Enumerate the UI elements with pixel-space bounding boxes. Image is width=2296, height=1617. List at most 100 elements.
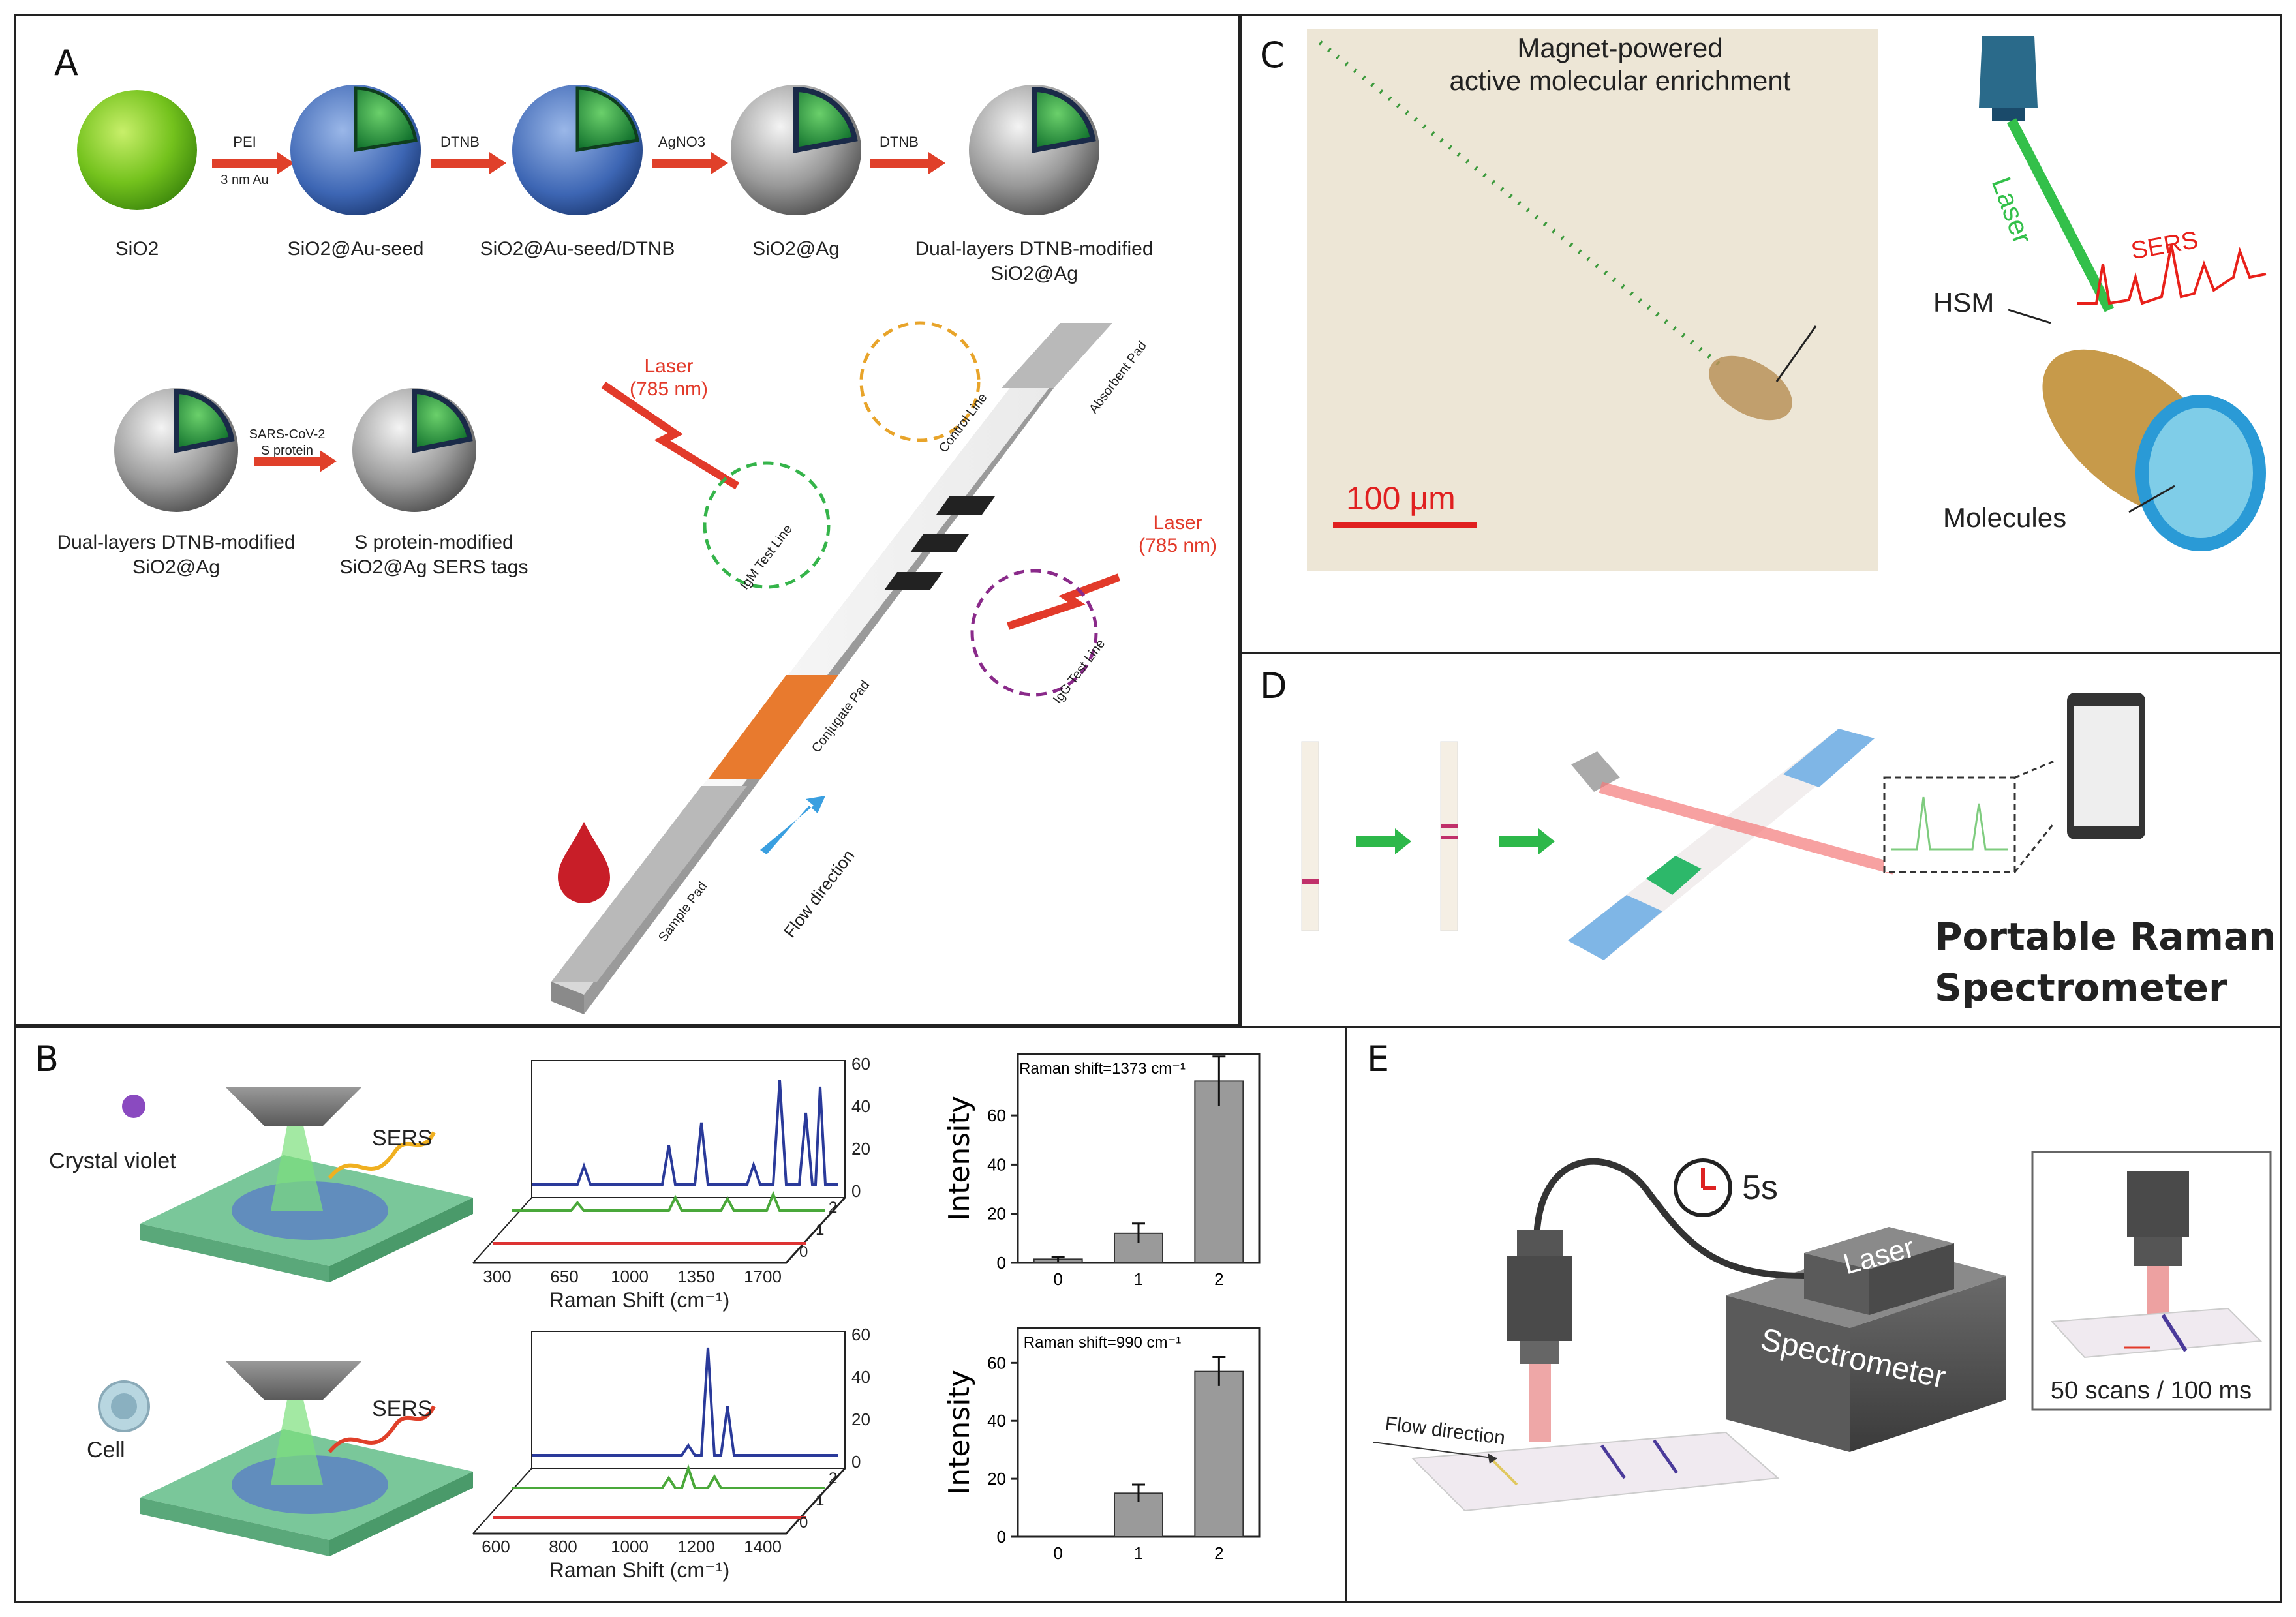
spectra-bottom-xlabel: Raman Shift (cm⁻¹) [549, 1558, 730, 1582]
sers-spectrum [2077, 244, 2267, 305]
y-tick-label: 60 [987, 1106, 1006, 1125]
spectra-bottom-xtick: 1200 [677, 1537, 715, 1556]
sio2-au-seed-dtnb-particle [512, 85, 643, 215]
x-tick-label: 1 [1134, 1543, 1143, 1563]
label-dual-layer-1: Dual-layers DTNB-modified [915, 238, 1154, 260]
spectra-bottom-depth: 1 [816, 1492, 825, 1509]
label-row2-right-1: S protein-modified [354, 532, 513, 553]
spectra-bottom-xtick: 600 [482, 1537, 510, 1556]
raman-probe [1507, 1230, 1572, 1364]
chart-title: Raman shift=1373 cm⁻¹ [1019, 1060, 1186, 1078]
spectra-top-ztick: 60 [851, 1054, 870, 1074]
spectra-bottom-depth: 0 [799, 1514, 808, 1532]
panel-c-title-1: Magnet-powered [1517, 33, 1723, 63]
panel-label: D [1260, 665, 1287, 706]
sio2-sphere [77, 90, 197, 210]
spectra-bottom-xtick: 1000 [611, 1537, 649, 1556]
green-arrow-2 [1499, 828, 1555, 854]
laser-beam-red [1599, 781, 1896, 875]
arrow3-text: AgNO3 [658, 134, 706, 150]
hsm-label: HSM [1933, 287, 1995, 318]
scale-bar [1333, 522, 1477, 528]
test-strip-1 [1301, 741, 1319, 931]
spectra-top-ztick: 0 [851, 1181, 861, 1201]
x-tick-label: 0 [1053, 1543, 1062, 1563]
spectra-bottom-xtick: 1400 [744, 1537, 782, 1556]
igm-test-line [884, 572, 943, 590]
y-tick-label: 0 [997, 1253, 1006, 1273]
chart-title: Raman shift=990 cm⁻¹ [1024, 1334, 1181, 1352]
portable-raman-title-1: Portable Raman [1935, 914, 2276, 959]
laser-beam [1529, 1364, 1551, 1442]
sio2-au-seed-particle [290, 85, 421, 215]
arrow1-text-a: PEI [233, 134, 256, 150]
laser-box [1804, 1227, 1954, 1315]
dual-layer-particle-row1 [969, 85, 1099, 215]
spectra-top-depth: 0 [799, 1243, 808, 1261]
trajectory-dotted [1318, 40, 1726, 370]
timer-label: 5s [1742, 1169, 1778, 1207]
igg-test-line [910, 534, 969, 552]
sers-wave-bottom [328, 1405, 436, 1453]
sers-label-bottom: SERS [372, 1397, 433, 1421]
sers-substrate-bottom [140, 1361, 473, 1556]
label-sio2-au-seed: SiO2@Au-seed [287, 238, 424, 260]
absorbent-pad [1002, 323, 1112, 388]
spectra-top-xlabel: Raman Shift (cm⁻¹) [549, 1288, 730, 1312]
arrow-row2-text-2: S protein [260, 444, 314, 458]
panel-d-graphics [1301, 693, 2145, 960]
spectra-bottom-ztick: 20 [851, 1410, 870, 1429]
label-sio2: SiO2 [115, 238, 159, 260]
y-tick-label: 0 [997, 1527, 1006, 1547]
panel-d: D Portable Raman Spectrometer [1240, 652, 2282, 1028]
spectra-bottom-ztick: 0 [851, 1452, 861, 1472]
spectra-3d-top [472, 1060, 846, 1264]
micrograph [1307, 29, 1878, 571]
panel-b: B [14, 1026, 1347, 1603]
panel-label: E [1367, 1038, 1390, 1080]
lateral-flow-strip [551, 323, 1112, 1014]
label-row2-right-2: SiO2@Ag SERS tags [339, 556, 528, 578]
spectra-top-xtick: 300 [483, 1267, 512, 1286]
spectra-bottom-ztick: 40 [851, 1367, 870, 1387]
crystal-violet-label: Crystal violet [49, 1149, 176, 1173]
arrow4-text: DTNB [880, 134, 919, 150]
label-row2-left-1: Dual-layers DTNB-modified [57, 532, 296, 553]
spectrum-top-blue [532, 1080, 838, 1186]
x-tick-label: 0 [1053, 1269, 1062, 1289]
spectra-bottom-ztick: 60 [851, 1325, 870, 1344]
igg-detail-circle [970, 569, 1098, 697]
scale-bar-label: 100 μm [1346, 480, 1456, 517]
panel-label: B [35, 1038, 59, 1080]
label-dual-layer-2: SiO2@Ag [990, 263, 1078, 284]
panel-a: A [14, 14, 1240, 1026]
laser1-label-1: Laser [644, 355, 694, 377]
laser-bolt-1 [601, 382, 740, 490]
flow-arrow [1373, 1442, 1498, 1459]
flow-strip [1411, 1431, 1780, 1512]
objective-lens [1979, 36, 2038, 108]
laser-beam [2006, 118, 2115, 312]
y-tick-label: 20 [987, 1469, 1006, 1489]
y-tick-label: 40 [987, 1155, 1006, 1174]
panel-e: E [1345, 1026, 2282, 1603]
helical-micromotor [2042, 349, 2266, 551]
y-axis-label: Intensity [943, 1370, 976, 1495]
y-axis-label: Intensity [943, 1096, 976, 1221]
portable-raman-title-2: Spectrometer [1935, 965, 2227, 1010]
arrow2-text: DTNB [440, 134, 480, 150]
crystal-violet-molecule [122, 1095, 145, 1118]
arrow1-text-b: 3 nm Au [221, 173, 269, 187]
panel-c-title-2: active molecular enrichment [1449, 65, 1791, 96]
igm-detail-circle [703, 461, 831, 589]
detection-strip-3d [1568, 729, 1875, 960]
spectra-top-xtick: 1350 [677, 1267, 715, 1286]
molecules-label: Molecules [1943, 502, 2067, 533]
laser2-label-2: (785 nm) [1138, 535, 1217, 556]
sample-pad [551, 786, 747, 982]
spectra-3d-bottom [472, 1331, 846, 1535]
x-tick-label: 2 [1214, 1543, 1223, 1563]
conjugate-pad [708, 675, 838, 779]
